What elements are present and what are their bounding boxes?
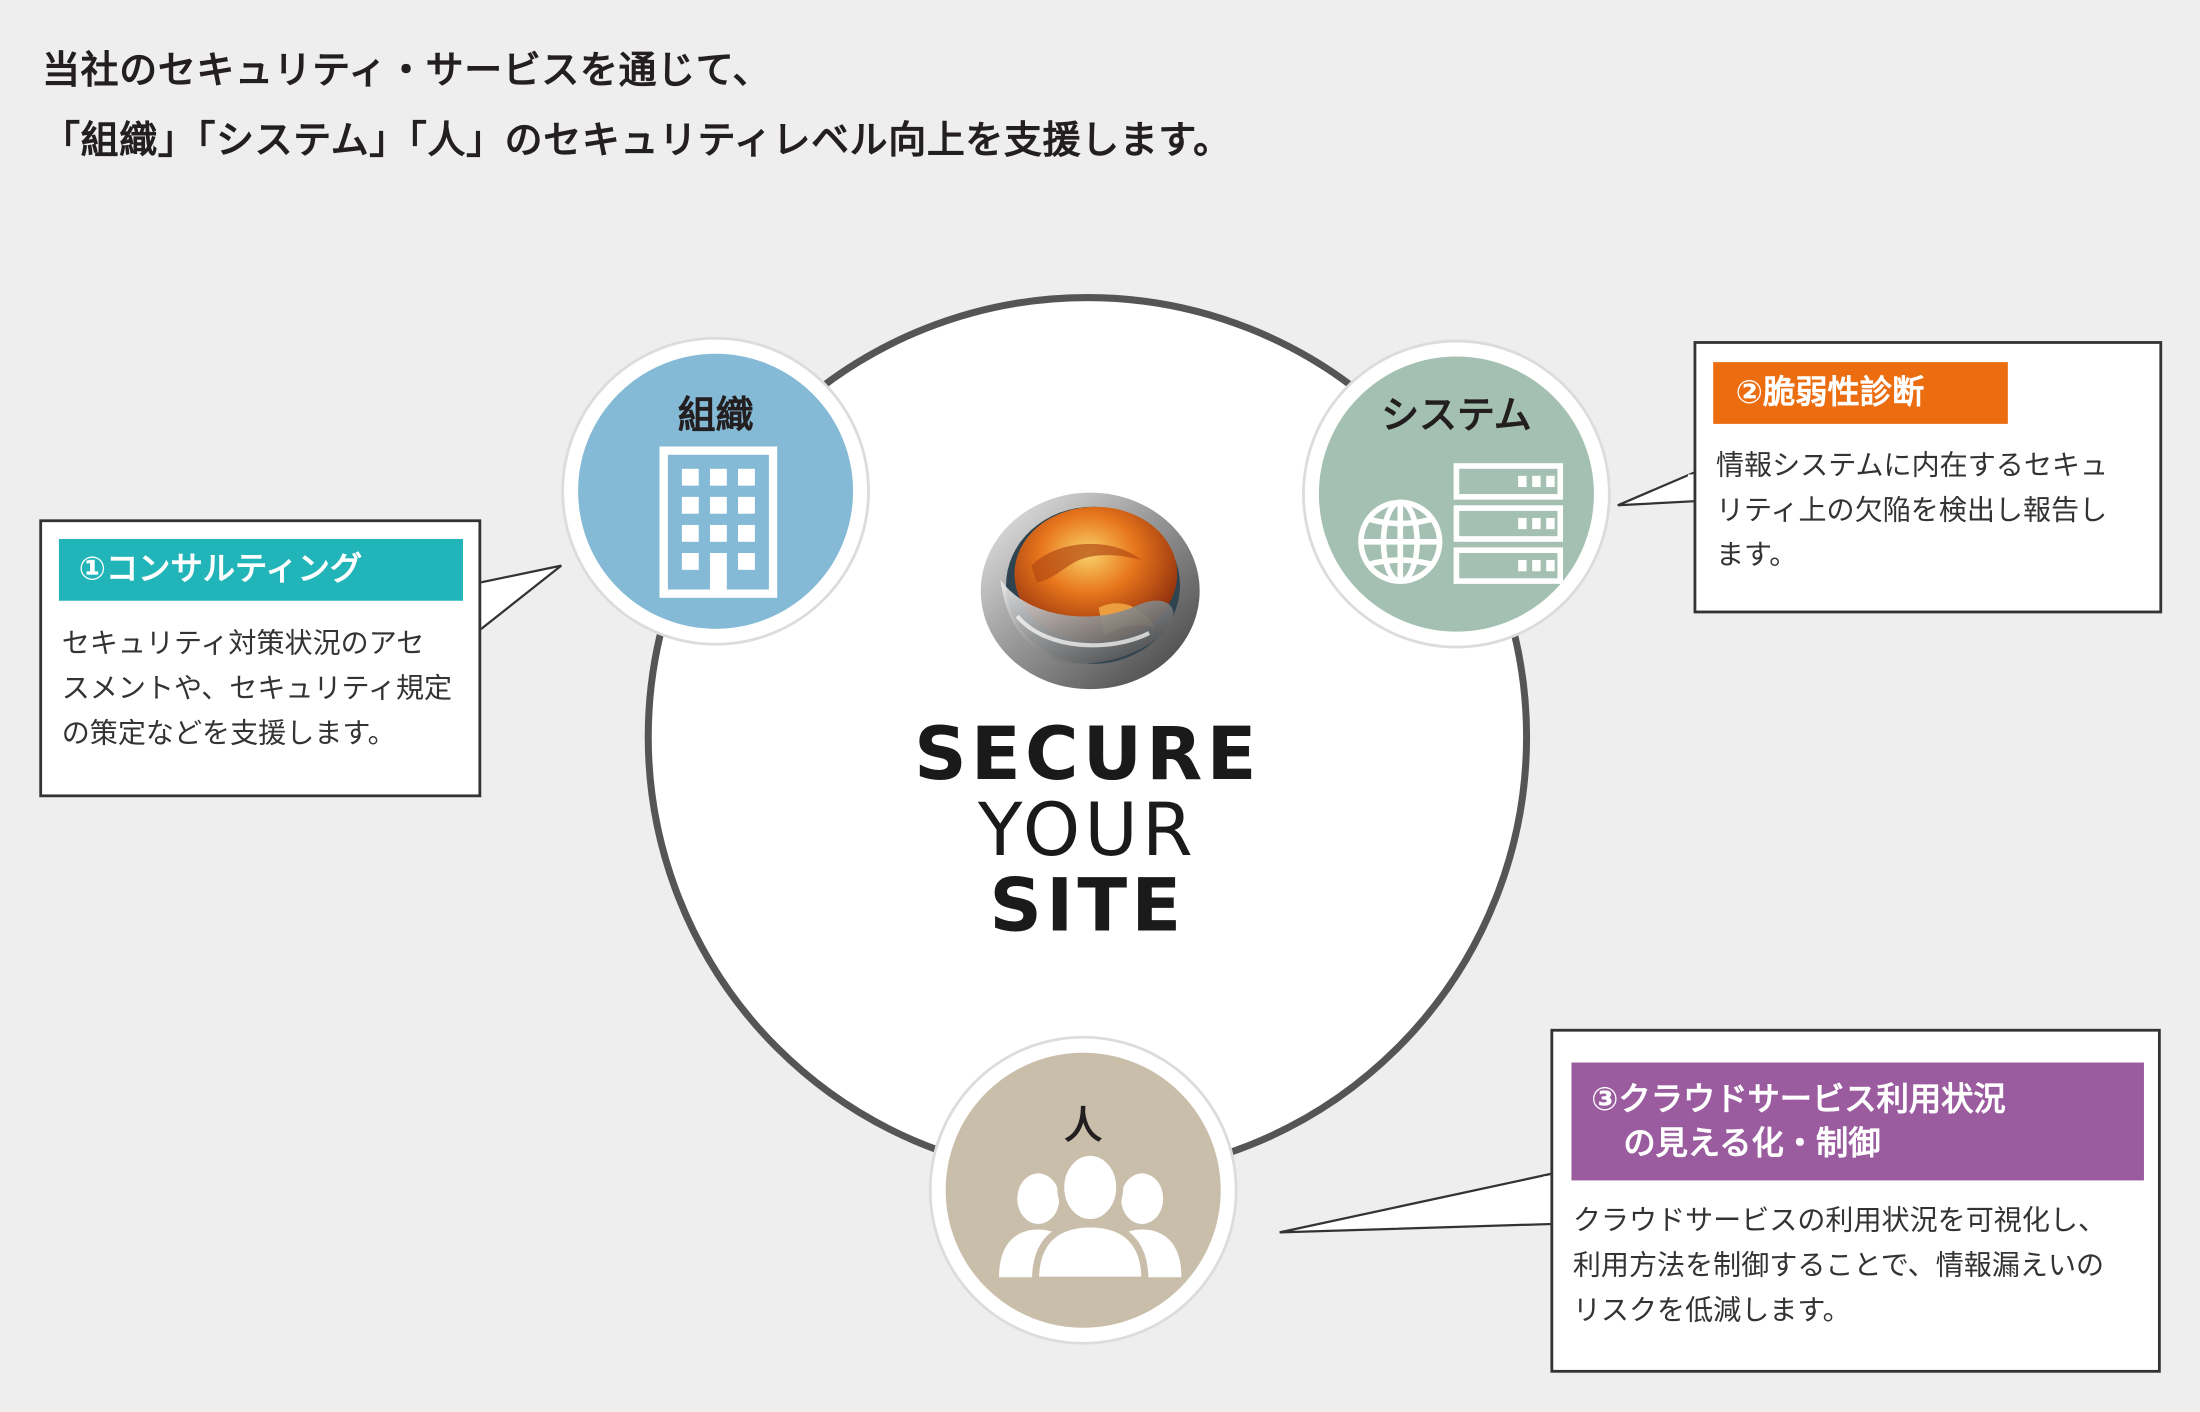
node-people: 人: [931, 1038, 1235, 1342]
service-title-cloud: ③クラウドサービス利用状況 の見える化・制御: [1571, 1062, 2144, 1181]
service-desc-vuln-line-3: ます。: [1715, 537, 1798, 572]
brand-logo-line-2: YOUR: [977, 788, 1197, 874]
intro-heading-line-1: 当社のセキュリティ・サービスを通じて、: [42, 49, 772, 93]
brand-logo-line-1: SECURE: [914, 713, 1261, 798]
service-desc-vuln-line-1: 情報システムに内在するセキュ: [1715, 447, 2109, 482]
people-group-icon: [999, 1150, 1182, 1281]
node-system: システム: [1304, 342, 1608, 646]
service-box-cloud: ③クラウドサービス利用状況 の見える化・制御 クラウドサービスの利用状況を可視化…: [1550, 1028, 2161, 1373]
service-title-consulting: ①コンサルティング: [58, 538, 464, 601]
node-people-label: 人: [1064, 1104, 1103, 1149]
service-desc-cloud: クラウドサービスの利用状況を可視化し、 利用方法を制御することで、情報漏えいの …: [1573, 1197, 2106, 1332]
building-icon: [659, 446, 778, 598]
service-box-vuln: ②脆弱性診断 情報システムに内在するセキュ リティ上の欠陥を検出し報告し ます。: [1693, 341, 2163, 614]
brand-logo-line-3: SITE: [989, 864, 1186, 949]
service-desc-vuln: 情報システムに内在するセキュ リティ上の欠陥を検出し報告し ます。: [1716, 442, 2108, 577]
callout-pointer-cloud: [1279, 1172, 1555, 1234]
service-desc-vuln-line-2: リティ上の欠陥を検出し報告し: [1715, 492, 2108, 527]
intro-heading-line-2: 「組織」「システム」「人」のセキュリティレベル向上を支援します。: [42, 119, 1232, 163]
service-desc-consulting: セキュリティ対策状況のアセ スメントや、セキュリティ規定 の策定などを支援します…: [62, 620, 452, 755]
node-system-label: システム: [1381, 394, 1532, 438]
service-title-cloud-line-2: の見える化・制御: [1591, 1125, 1881, 1163]
service-desc-consulting-line-3: の策定などを支援します。: [61, 715, 396, 750]
server-globe-icon: [1358, 463, 1564, 584]
service-title-vuln: ②脆弱性診断: [1713, 362, 2008, 424]
node-organization-label: 組織: [677, 394, 754, 438]
globe-logo-icon: [980, 492, 1200, 690]
service-title-cloud-line-1: ③クラウドサービス利用状況: [1591, 1082, 2006, 1119]
node-organization: 組織: [564, 339, 868, 643]
service-box-consulting: ①コンサルティング セキュリティ対策状況のアセ スメントや、セキュリティ規定 の…: [39, 519, 482, 798]
service-desc-consulting-line-1: セキュリティ対策状況のアセ: [61, 626, 425, 660]
service-desc-consulting-line-2: スメントや、セキュリティ規定: [61, 670, 453, 705]
callout-pointer-vuln: [1617, 469, 1698, 507]
service-desc-cloud-line-2: 利用方法を制御することで、情報漏えいの: [1572, 1247, 2105, 1282]
service-desc-cloud-line-3: リスクを低減します。: [1572, 1292, 1851, 1327]
service-desc-cloud-line-1: クラウドサービスの利用状況を可視化し、: [1572, 1202, 2107, 1237]
